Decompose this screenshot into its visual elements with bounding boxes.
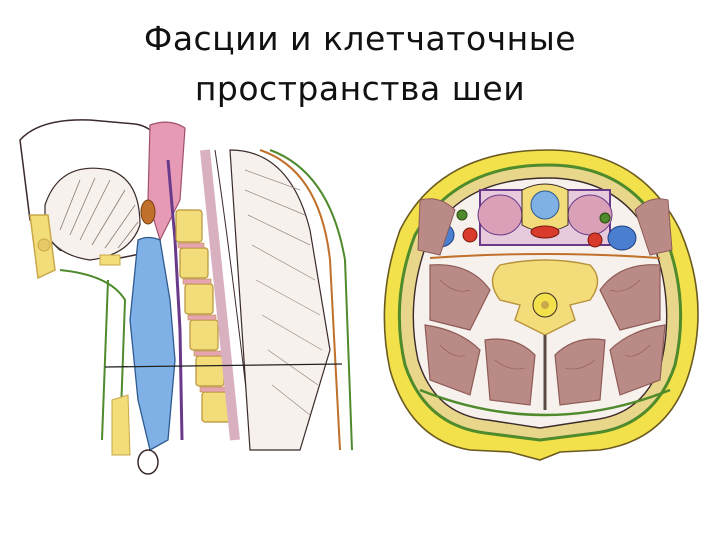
trachea-lumen: [530, 190, 560, 220]
nuchal-fascia: [419, 388, 671, 417]
right-jugular-vein: [607, 225, 637, 251]
left-carotid-artery: [462, 227, 478, 243]
hyoid-bone: [99, 254, 121, 266]
nasopharynx: [147, 121, 186, 242]
tongue: [44, 167, 141, 261]
slide-title: Фасции и клетчаточные пространства шеи: [0, 14, 720, 114]
title-line-2: пространства шеи: [194, 69, 526, 108]
right-scm-muscle: [634, 198, 673, 256]
prevertebral-fascia: [166, 159, 184, 441]
posterior-fascia: [259, 149, 341, 451]
tonsil: [140, 199, 156, 225]
thyroid-cartilage: [111, 394, 131, 456]
prevertebral-fascia: [429, 253, 661, 259]
esophagus: [530, 225, 560, 239]
title-line-1: Фасции и клетчаточные: [143, 19, 577, 58]
posterior-neck-muscles: [229, 149, 331, 451]
deep-neck-muscles: [424, 264, 666, 406]
trachea-ring: [137, 449, 159, 475]
right-carotid-artery: [587, 232, 603, 248]
thyroid-left-lobe: [477, 194, 523, 236]
anterior-fascia-line: [59, 269, 127, 441]
left-scm-muscle: [417, 198, 456, 256]
spinal-cord: [200, 149, 240, 441]
section-level-line: [104, 363, 343, 368]
airway: [129, 236, 176, 451]
